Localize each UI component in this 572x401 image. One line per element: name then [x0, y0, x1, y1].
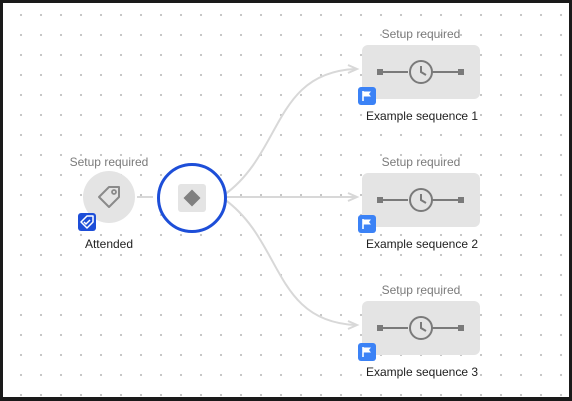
- sequence-3-label: Example sequence 3: [365, 365, 479, 379]
- diamond-icon: [183, 189, 201, 207]
- sequence-1-status: Setup required: [381, 27, 461, 41]
- clock-timeline-icon: [377, 188, 464, 212]
- flag-icon: [362, 91, 371, 101]
- sequence-3-flag-badge: [358, 343, 376, 361]
- arrowhead-sequence-2: [347, 192, 360, 202]
- sequence-3-node[interactable]: [362, 301, 480, 355]
- trigger-label: Attended: [84, 237, 134, 251]
- sequence-1-node[interactable]: [362, 45, 480, 99]
- flag-icon: [362, 347, 371, 357]
- arrowhead-sequence-1: [347, 64, 360, 74]
- sequence-1-flag-badge: [358, 87, 376, 105]
- decision-box: [178, 184, 206, 212]
- arrowhead-sequence-3: [347, 320, 360, 330]
- tag-icon: [98, 186, 120, 208]
- trigger-badge: [78, 213, 96, 231]
- edge-decision-to-sequence-1: [223, 68, 356, 196]
- edge-decision-to-sequence-3: [223, 198, 356, 326]
- sequence-2-status: Setup required: [381, 155, 461, 169]
- sequence-2-label: Example sequence 2: [365, 237, 479, 251]
- clock-timeline-icon: [377, 60, 464, 84]
- flag-icon: [362, 219, 371, 229]
- sequence-2-flag-badge: [358, 215, 376, 233]
- clock-timeline-icon: [377, 316, 464, 340]
- trigger-status: Setup required: [69, 155, 149, 169]
- tag-check-icon: [80, 215, 94, 229]
- decision-node[interactable]: [157, 163, 227, 233]
- sequence-3-status: Setup required: [381, 283, 461, 297]
- sequence-1-label: Example sequence 1: [365, 109, 479, 123]
- workflow-edges: [137, 64, 360, 330]
- workflow-canvas[interactable]: Setup required Attended Setup required: [3, 3, 569, 397]
- sequence-2-node[interactable]: [362, 173, 480, 227]
